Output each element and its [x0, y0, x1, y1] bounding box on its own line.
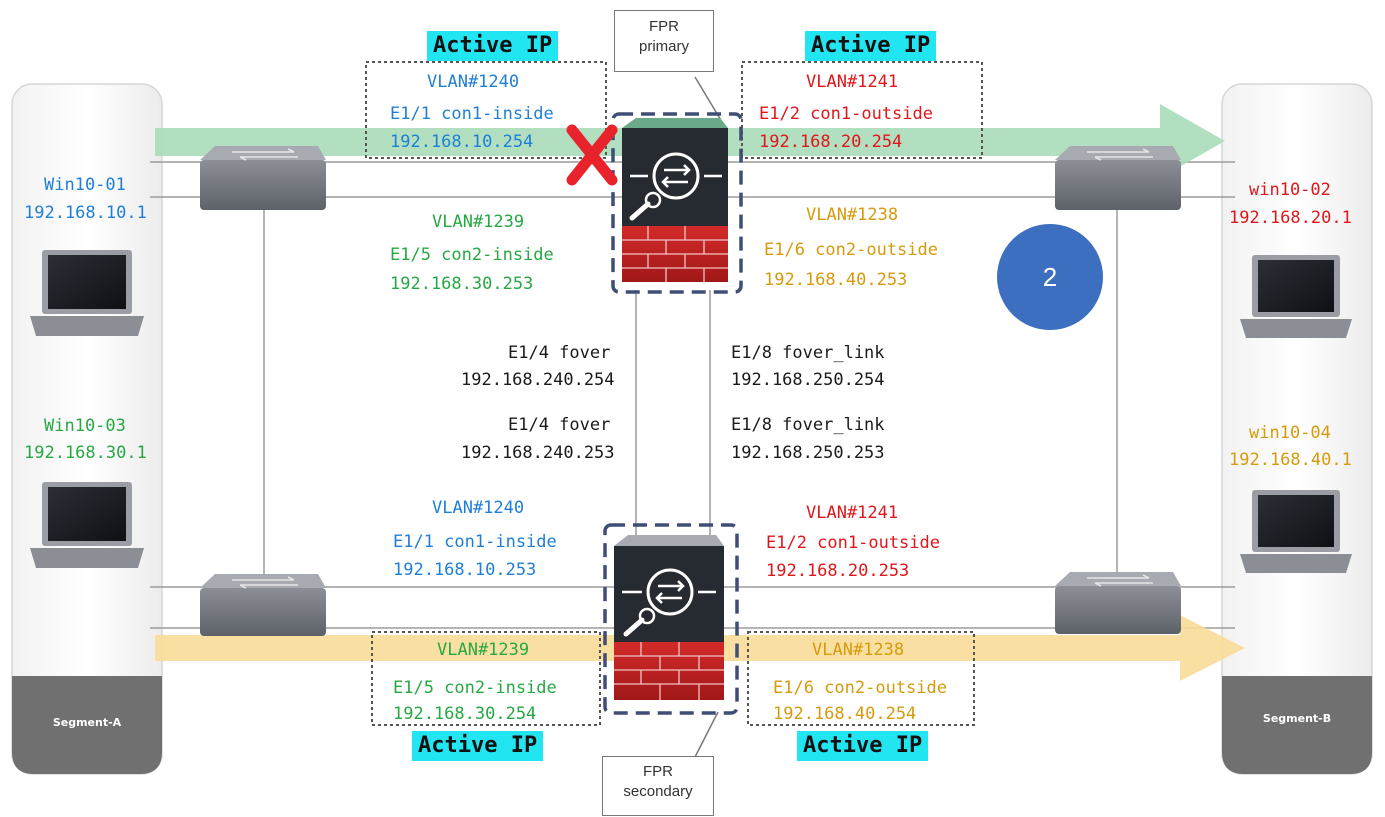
fpr-primary-label: FPR — [649, 18, 679, 35]
primary-outside1-vlan: VLAN#1241 — [806, 72, 899, 92]
secondary-inside1-ip: 192.168.10.253 — [393, 560, 537, 580]
primary-inside2-iface: E1/5 con2-inside — [390, 245, 554, 265]
status-badge: 2 — [997, 224, 1103, 330]
secondary-outside2-iface: E1/6 con2-outside — [773, 678, 947, 698]
host-win10-01-ip: 192.168.10.1 — [24, 203, 147, 223]
primary-inside1-iface: E1/1 con1-inside — [390, 104, 554, 124]
laptop-win10-04-icon — [1240, 490, 1352, 573]
secondary-inside2-vlan: VLAN#1239 — [437, 640, 530, 660]
switch-top-left-icon — [200, 146, 326, 210]
host-win10-02-ip: 192.168.20.1 — [1229, 208, 1352, 228]
primary-inside-box — [365, 61, 607, 159]
laptop-win10-03-icon — [30, 482, 144, 568]
primary-outside2-ip: 192.168.40.253 — [764, 270, 908, 290]
switch-bottom-left-icon — [200, 574, 326, 636]
secondary-inside-box — [371, 631, 601, 726]
host-win10-04-ip: 192.168.40.1 — [1229, 450, 1352, 470]
secondary-outside1-ip: 192.168.20.253 — [766, 561, 910, 581]
primary-outside1-ip: 192.168.20.254 — [759, 132, 903, 152]
fpr-secondary-callout: FPR secondary — [602, 756, 714, 816]
fover-link-primary-iface: E1/8 fover_link — [731, 343, 885, 363]
host-win10-03-name: Win10-03 — [44, 416, 126, 436]
active-ip-label-secondary-inside: Active IP — [412, 731, 544, 761]
active-ip-label-secondary-outside: Active IP — [797, 731, 929, 761]
host-win10-04-name: win10-04 — [1249, 423, 1331, 443]
secondary-outside1-iface: E1/2 con1-outside — [766, 533, 940, 553]
active-ip-label-primary-outside: Active IP — [805, 31, 937, 61]
fpr-primary-icon — [611, 112, 743, 294]
fover-secondary-ip: 192.168.240.253 — [461, 443, 615, 463]
primary-outside1-iface: E1/2 con1-outside — [759, 104, 933, 124]
secondary-inside2-iface: E1/5 con2-inside — [393, 678, 557, 698]
fover-primary-iface: E1/4 fover — [508, 343, 611, 363]
primary-outside2-iface: E1/6 con2-outside — [764, 240, 938, 260]
primary-inside2-vlan: VLAN#1239 — [432, 212, 525, 232]
fover-link-secondary-iface: E1/8 fover_link — [731, 415, 885, 435]
primary-inside1-vlan: VLAN#1240 — [427, 72, 520, 92]
segment-a-label: Segment-A — [52, 716, 122, 729]
switch-bottom-right-icon — [1055, 572, 1181, 634]
laptop-win10-01-icon — [30, 250, 144, 336]
fpr-primary-callout: FPR primary — [614, 10, 714, 72]
primary-inside1-ip: 192.168.10.254 — [390, 132, 534, 152]
secondary-inside2-ip: 192.168.30.254 — [393, 704, 537, 724]
host-win10-03-ip: 192.168.30.1 — [24, 443, 147, 463]
segment-b-label: Segment-B — [1262, 712, 1332, 725]
active-ip-label-primary-inside: Active IP — [427, 31, 559, 61]
fpr-primary-role: primary — [638, 38, 689, 55]
laptop-win10-02-icon — [1240, 255, 1352, 338]
fpr-secondary-label: FPR — [643, 763, 673, 780]
fover-secondary-iface: E1/4 fover — [508, 415, 611, 435]
fover-primary-ip: 192.168.240.254 — [461, 370, 615, 390]
secondary-outside1-vlan: VLAN#1241 — [806, 503, 899, 523]
fpr-secondary-icon — [603, 523, 739, 715]
fover-link-primary-ip: 192.168.250.254 — [731, 370, 885, 390]
secondary-outside2-ip: 192.168.40.254 — [773, 704, 917, 724]
secondary-outside2-vlan: VLAN#1238 — [812, 640, 905, 660]
secondary-inside1-iface: E1/1 con1-inside — [393, 532, 557, 552]
primary-outside2-vlan: VLAN#1238 — [806, 205, 899, 225]
secondary-outside-box — [747, 631, 975, 726]
failure-x-icon — [566, 124, 618, 186]
host-win10-01-name: Win10-01 — [44, 175, 126, 195]
fpr-secondary-role: secondary — [623, 783, 693, 800]
primary-inside2-ip: 192.168.30.253 — [390, 274, 534, 294]
secondary-inside1-vlan: VLAN#1240 — [432, 498, 525, 518]
switch-top-right-icon — [1055, 146, 1181, 210]
fover-link-secondary-ip: 192.168.250.253 — [731, 443, 885, 463]
host-win10-02-name: win10-02 — [1249, 180, 1331, 200]
primary-outside-box — [741, 61, 983, 159]
